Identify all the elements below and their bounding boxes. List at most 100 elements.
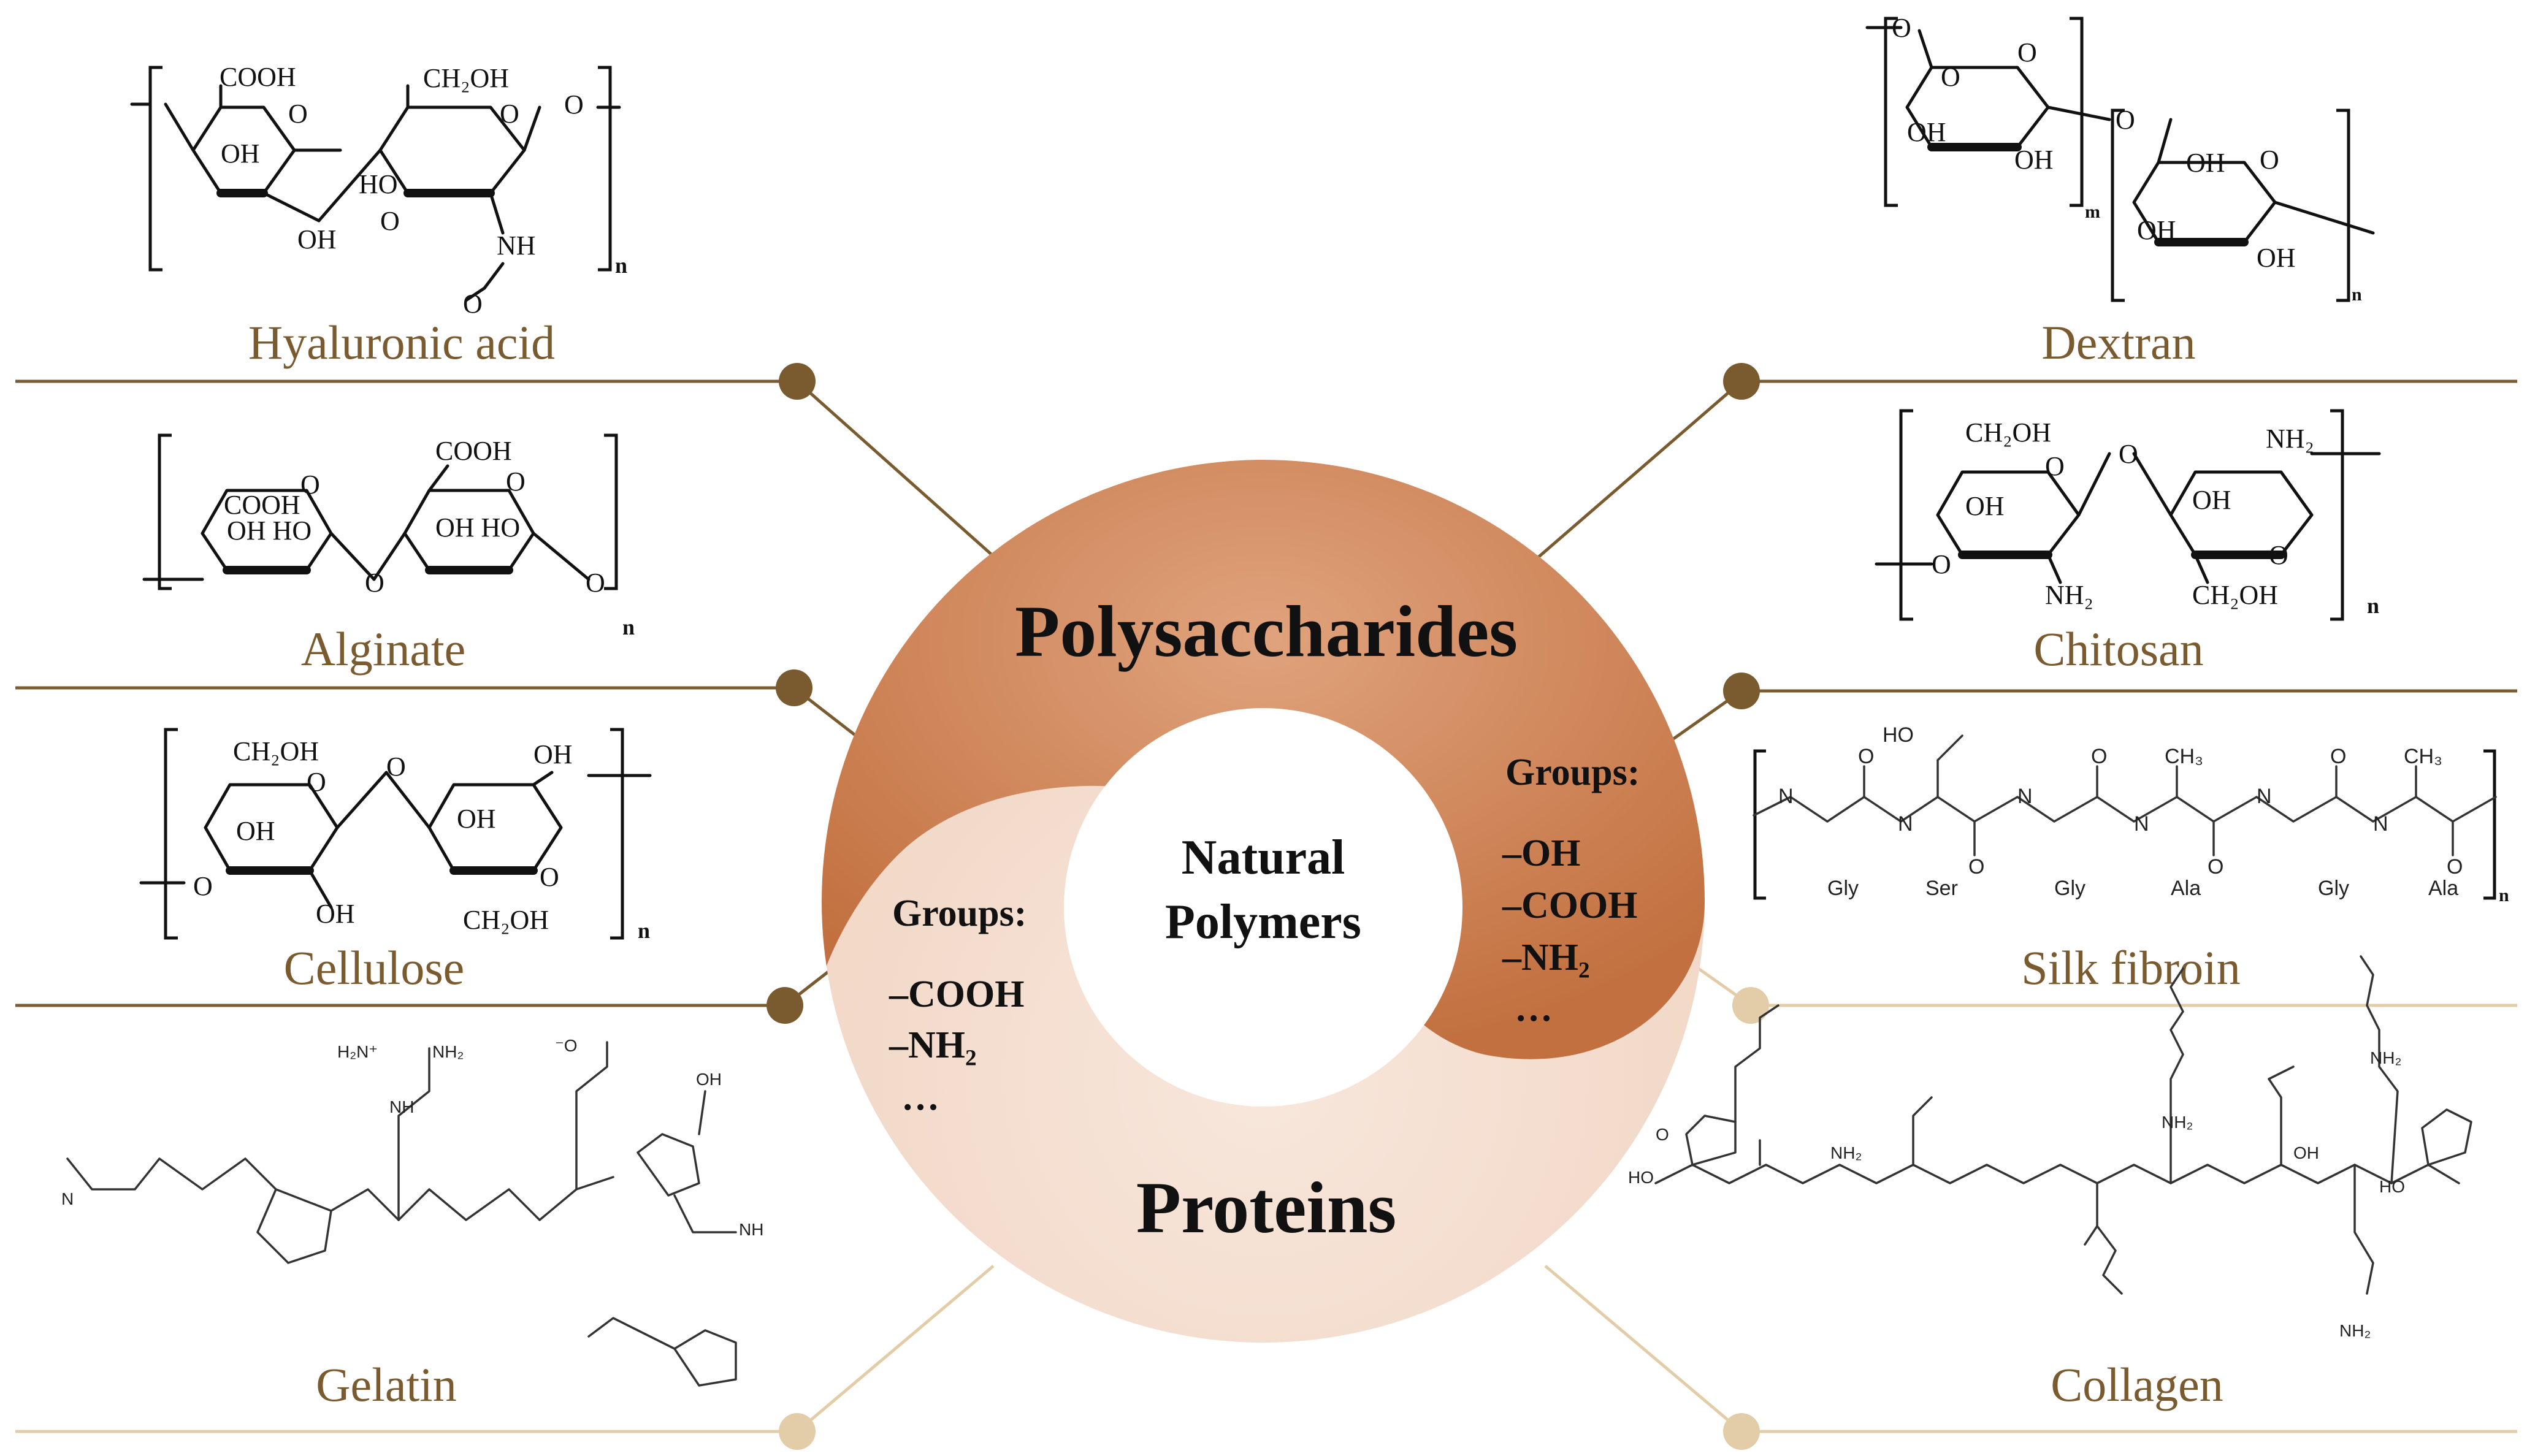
col-nh2-4: NH₂ xyxy=(2339,1321,2371,1340)
col-oh-1: OH xyxy=(2293,1143,2319,1162)
label-collagen: Collagen xyxy=(2051,1358,2223,1411)
col-nh2-2: NH₂ xyxy=(2162,1113,2193,1132)
node-collagen xyxy=(1723,1413,1760,1450)
cel-n: n xyxy=(638,918,650,943)
connectors xyxy=(15,363,2517,1450)
dex-oh-5: OH xyxy=(2257,243,2296,273)
polymer-labels: Hyaluronic acid Alginate Cellulose Gelat… xyxy=(248,316,2241,1411)
center-ring: Natural Polymers Polysaccharides Protein… xyxy=(822,460,1705,1343)
dex-o-3: O xyxy=(2017,37,2037,67)
center-hole xyxy=(1064,708,1462,1107)
chi-ch2oh-1: CH₂OH xyxy=(1965,417,2051,448)
bottom-group-cooh: –COOH xyxy=(889,974,1024,1015)
node-silk xyxy=(1732,987,1769,1024)
gel-nh2-1: NH₂ xyxy=(432,1042,464,1061)
bottom-group-more: … xyxy=(901,1077,939,1118)
alg-cooh-1: COOH xyxy=(224,490,300,520)
chi-ch2oh-2: CH₂OH xyxy=(2192,580,2278,610)
hyaluronic-acid-structure: COOH OH OH O O CH₂OH O HO O NH O n xyxy=(130,62,627,319)
silk-gly-1: Gly xyxy=(1827,877,1859,900)
node-alginate xyxy=(776,669,812,706)
ha-bridge-o: O xyxy=(380,206,400,236)
silk-n-3: N xyxy=(2017,785,2033,808)
ha-ho: HO xyxy=(359,169,398,199)
label-alginate: Alginate xyxy=(301,622,466,676)
alg-n: n xyxy=(622,615,635,639)
gel-carboxylate: ⁻O xyxy=(555,1036,578,1055)
silk-n-sub: n xyxy=(2499,885,2509,905)
ha-end-o: O xyxy=(564,90,584,120)
silk-ala-2: Ala xyxy=(2428,877,2458,900)
dex-oh-3: OH xyxy=(2186,148,2225,178)
silk-o-5: O xyxy=(2330,745,2346,768)
ha-n: n xyxy=(615,253,627,278)
silk-n-2: N xyxy=(1898,812,1913,836)
chi-nh2-1: NH₂ xyxy=(2045,580,2093,610)
chitosan-structure: CH₂OH O OH NH₂ O NH₂ OH O CH₂OH O n xyxy=(1875,409,2381,621)
dex-n: n xyxy=(2352,284,2362,305)
top-group-cooh: –COOH xyxy=(1502,885,1637,926)
dex-oh-1: OH xyxy=(1907,117,1946,147)
label-hyaluronic-acid: Hyaluronic acid xyxy=(248,316,555,369)
node-hyaluronic xyxy=(779,363,816,400)
gel-hn: N xyxy=(61,1189,74,1208)
silk-n-4: N xyxy=(2134,812,2149,836)
top-group-nh2: –NH₂ xyxy=(1502,937,1590,978)
bottom-groups-heading: Groups: xyxy=(892,893,1026,934)
alg-o-1: O xyxy=(300,470,320,500)
silk-o-4: O xyxy=(2208,855,2223,879)
silk-n-1: N xyxy=(1778,785,1794,808)
connector-collagen xyxy=(1544,1265,1743,1433)
silk-n-5: N xyxy=(2257,785,2272,808)
dex-o-4: O xyxy=(2260,145,2279,175)
silk-o-2: O xyxy=(1968,855,1984,879)
label-chitosan: Chitosan xyxy=(2033,622,2203,676)
dex-oh-4: OH xyxy=(2137,215,2176,245)
ha-carbonyl-o: O xyxy=(463,289,483,319)
label-silk-fibroin: Silk fibroin xyxy=(2021,941,2241,994)
ha-ring-o2: O xyxy=(500,99,519,129)
col-ho-2: HO xyxy=(2379,1177,2405,1196)
silk-ser: Ser xyxy=(1925,877,1958,900)
ha-cooh: COOH xyxy=(220,62,296,92)
connector-dextran xyxy=(1526,380,1743,568)
cel-o-2: O xyxy=(540,862,559,892)
collagen-structure: HO O NH₂ NH₂ OH NH₂ HO NH₂ xyxy=(1628,955,2472,1340)
silk-gly-2: Gly xyxy=(2054,877,2085,900)
cel-oh-3: OH xyxy=(533,739,573,769)
dex-o-1: O xyxy=(1892,13,1911,43)
silk-ala-1: Ala xyxy=(2171,877,2201,900)
chi-oh-1: OH xyxy=(1965,491,2005,521)
cel-o-1: O xyxy=(307,767,326,797)
silk-ch3-1: CH₃ xyxy=(2165,745,2203,768)
chi-n: n xyxy=(2367,593,2379,618)
col-o-1: O xyxy=(1656,1125,1669,1144)
silk-gly-3: Gly xyxy=(2318,877,2349,900)
cel-oh-1: OH xyxy=(236,816,275,846)
bottom-group-nh2: –NH₂ xyxy=(889,1024,977,1066)
col-nh2-1: NH₂ xyxy=(1830,1143,1862,1162)
cellulose-structure: CH₂OH OH OH O O OH OH O CH₂OH O n xyxy=(139,728,652,943)
silk-o-1: O xyxy=(1858,745,1874,768)
alg-cooh-2: COOH xyxy=(435,436,512,466)
dex-oh-2: OH xyxy=(2014,145,2054,175)
silk-ch3-2: CH₃ xyxy=(2404,745,2442,768)
proteins-label: Proteins xyxy=(1136,1167,1396,1248)
gel-nh-2: NH xyxy=(739,1220,763,1239)
connector-gelatin xyxy=(796,1265,995,1433)
top-groups-heading: Groups: xyxy=(1505,752,1640,793)
dex-bridge-o: O xyxy=(2116,105,2135,135)
top-group-more: … xyxy=(1515,988,1553,1029)
alg-bridge-o: O xyxy=(365,568,384,598)
chi-end-o: O xyxy=(1932,549,1951,579)
chi-bridge-o: O xyxy=(2119,439,2138,469)
gel-guanidinium: H₂N⁺ xyxy=(337,1042,378,1061)
chi-o-2: O xyxy=(2269,540,2288,570)
dex-m: m xyxy=(2085,202,2100,222)
alg-ohho-1: OH HO xyxy=(227,516,312,546)
alg-end-o: O xyxy=(586,568,605,598)
cel-ch2oh-1: CH₂OH xyxy=(233,736,319,766)
col-nh2-3: NH₂ xyxy=(2370,1048,2401,1067)
center-title-line1: Natural xyxy=(1182,831,1345,885)
